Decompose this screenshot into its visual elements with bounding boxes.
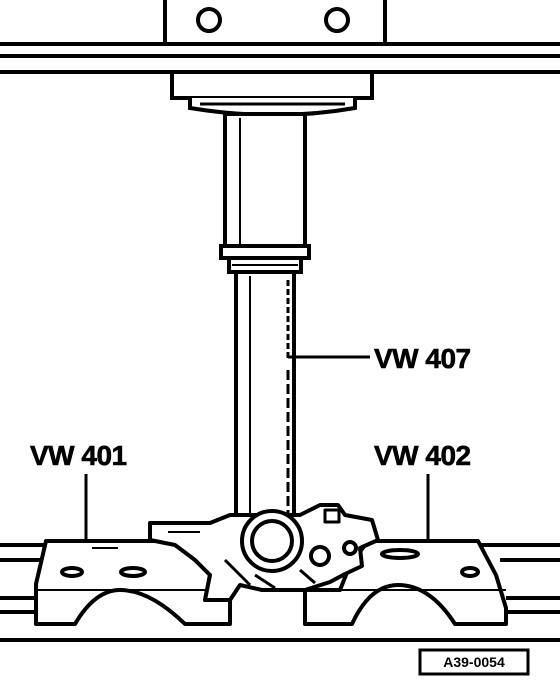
vw402-label: VW 402 (374, 440, 471, 471)
figure-id: A39-0054 (443, 654, 505, 670)
ram-holder (170, 70, 374, 117)
vw401-slot-left (60, 566, 84, 578)
vw402-hole (460, 566, 480, 578)
vw401-slot-right (119, 566, 147, 578)
bolt-head-small (342, 540, 358, 556)
vw401-plate (34, 539, 232, 626)
workpiece-assembly (148, 503, 380, 602)
bearing-inner (250, 519, 294, 563)
vw401-label: VW 401 (30, 440, 127, 471)
vw407-label: VW 407 (374, 343, 471, 374)
mounting-hole-right (324, 7, 350, 33)
figure-id-box: A39-0054 (418, 648, 530, 676)
press-frame-top (163, 0, 387, 44)
mounting-hole-left (196, 7, 222, 33)
top-rail (0, 42, 560, 74)
bolt-head (309, 545, 331, 567)
vw407-shaft (234, 270, 296, 524)
press-ram-upper (219, 112, 311, 274)
vw402-slot (380, 548, 420, 560)
